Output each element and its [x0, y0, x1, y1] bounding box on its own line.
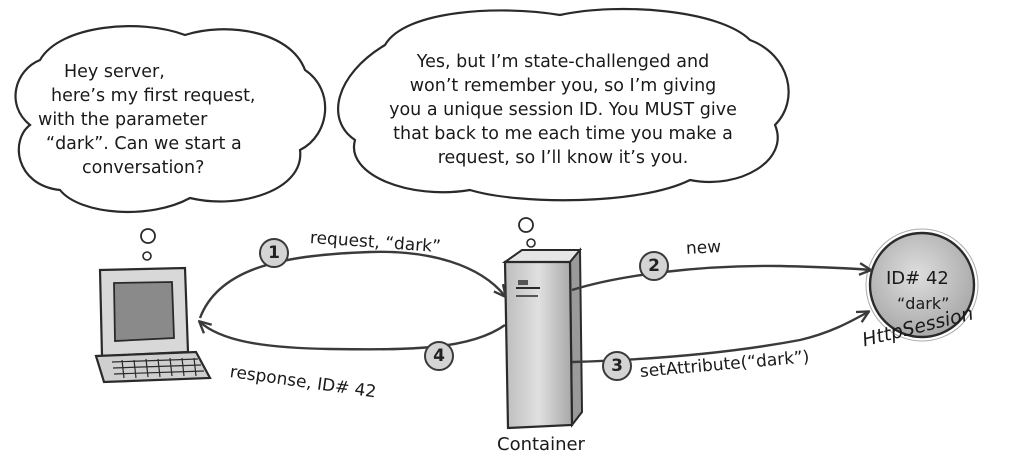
client-thought-dot-small	[142, 251, 152, 261]
arrow-new	[571, 266, 870, 292]
server-bubble-line: won’t remember you, so I’m giving	[409, 76, 717, 96]
session-id: ID# 42	[886, 268, 949, 289]
session-value: “dark”	[897, 294, 950, 313]
step-4-marker: 4	[424, 341, 454, 371]
client-thought-bubble	[14, 25, 327, 213]
client-bubble-text: Hey server, here’s my first request, wit…	[34, 60, 284, 180]
client-bubble-line: conversation?	[82, 158, 205, 178]
container-server-icon	[501, 247, 584, 430]
arrow-request	[198, 250, 505, 319]
server-thought-bubble	[337, 7, 790, 202]
client-bubble-line: here’s my first request,	[51, 86, 256, 106]
client-computer-icon	[94, 266, 212, 384]
client-bubble-line: “dark”. Can we start a	[46, 134, 242, 154]
server-bubble-text: Yes, but I’m state-challenged and won’t …	[358, 50, 768, 170]
http-session-object	[865, 228, 979, 342]
client-bubble-line: with the parameter	[38, 110, 208, 130]
server-bubble-line: Yes, but I’m state-challenged and	[416, 52, 710, 72]
step-2-marker: 2	[639, 251, 669, 281]
server-bubble-line: you a unique session ID. You MUST give	[389, 100, 737, 120]
server-thought-dot-small	[526, 238, 536, 248]
new-label: new	[685, 237, 722, 259]
client-bubble-line: Hey server,	[64, 62, 165, 82]
step-3-marker: 3	[602, 351, 632, 381]
server-bubble-line: that back to me each time you make a	[393, 124, 733, 144]
step-1-marker: 1	[259, 238, 289, 268]
server-thought-dot-large	[518, 217, 534, 233]
container-label: Container	[497, 434, 585, 455]
client-thought-dot-large	[140, 228, 156, 244]
server-bubble-line: request, so I’ll know it’s you.	[437, 148, 689, 168]
arrow-response	[200, 322, 506, 351]
